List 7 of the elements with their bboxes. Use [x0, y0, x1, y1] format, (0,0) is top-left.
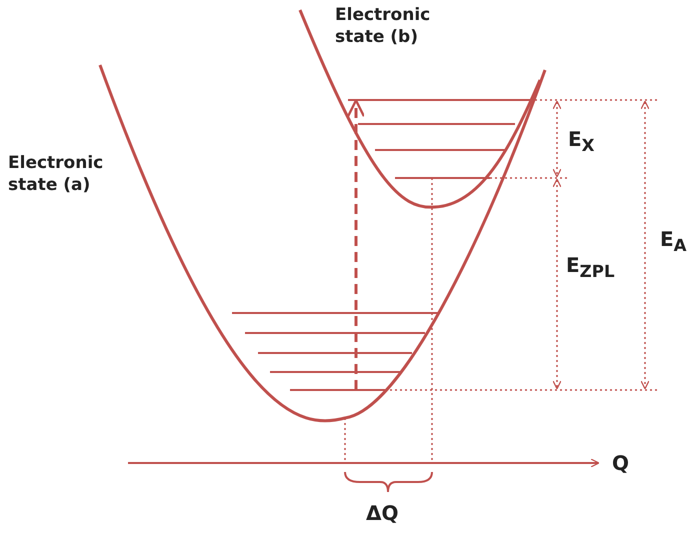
energy-label: E$_{A}$	[660, 226, 687, 257]
curve-label: Electronic state (a)	[8, 152, 104, 196]
curve-label: Electronic state (b)	[335, 4, 432, 48]
axis-label: ΔQ	[366, 500, 398, 526]
axis-label: Q	[612, 450, 630, 476]
energy-label: E$_{X}$	[568, 126, 595, 157]
energy-label: E$_{ZPL}$	[566, 252, 615, 283]
